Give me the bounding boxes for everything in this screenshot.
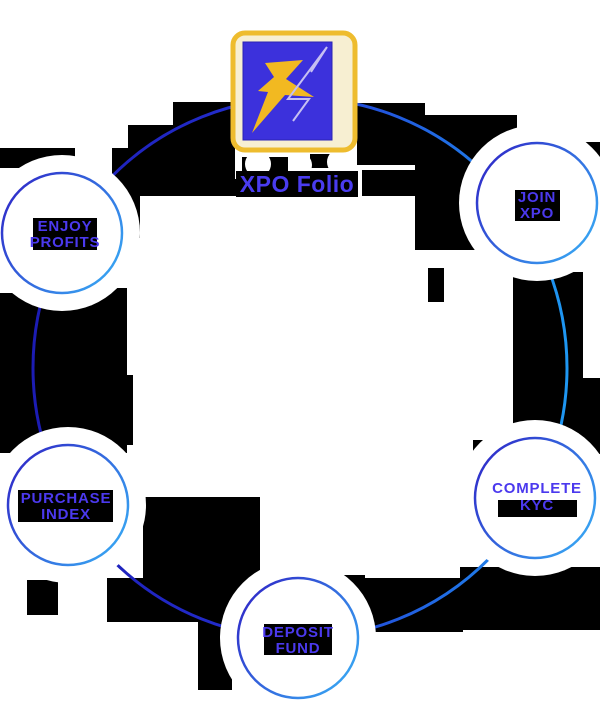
step-label-line2: PROFITS xyxy=(30,234,101,251)
step-node-join-xpo: JOIN XPO xyxy=(475,141,599,265)
node-circle xyxy=(473,436,597,560)
title-cloud-bump xyxy=(245,151,271,177)
brand-logo xyxy=(230,30,358,153)
arrow-outline-icon xyxy=(286,46,328,122)
step-label-line1: COMPLETE xyxy=(492,480,582,497)
label-backdrop xyxy=(18,490,113,522)
step-label-line2: FUND xyxy=(276,640,321,657)
step-node-purchase-index: PURCHASE INDEX xyxy=(6,443,130,567)
step-label-line2: KYC xyxy=(520,497,554,514)
brand-title-group: XPO Folio xyxy=(236,171,358,197)
lightning-x-icon xyxy=(252,60,314,133)
label-backdrop xyxy=(33,218,97,250)
label-backdrop xyxy=(264,624,332,655)
step-node-deposit-fund: DEPOSIT FUND xyxy=(236,576,360,700)
step-label-line1: ENJOY xyxy=(38,218,93,235)
title-cloud-bump xyxy=(327,149,353,175)
step-label-line2: XPO xyxy=(520,205,554,222)
label-backdrop xyxy=(515,190,560,221)
step-label-line1: JOIN xyxy=(518,189,556,206)
step-node-enjoy-profits: ENJOY PROFITS xyxy=(0,171,124,295)
step-label-line2: INDEX xyxy=(41,506,91,523)
brand-title: XPO Folio xyxy=(240,171,354,197)
step-label-line1: DEPOSIT xyxy=(262,624,333,641)
label-backdrop xyxy=(498,500,577,517)
step-node-complete-kyc: COMPLETE KYC xyxy=(473,436,597,560)
step-label-line1: PURCHASE xyxy=(21,490,112,507)
title-backdrop xyxy=(236,171,358,197)
